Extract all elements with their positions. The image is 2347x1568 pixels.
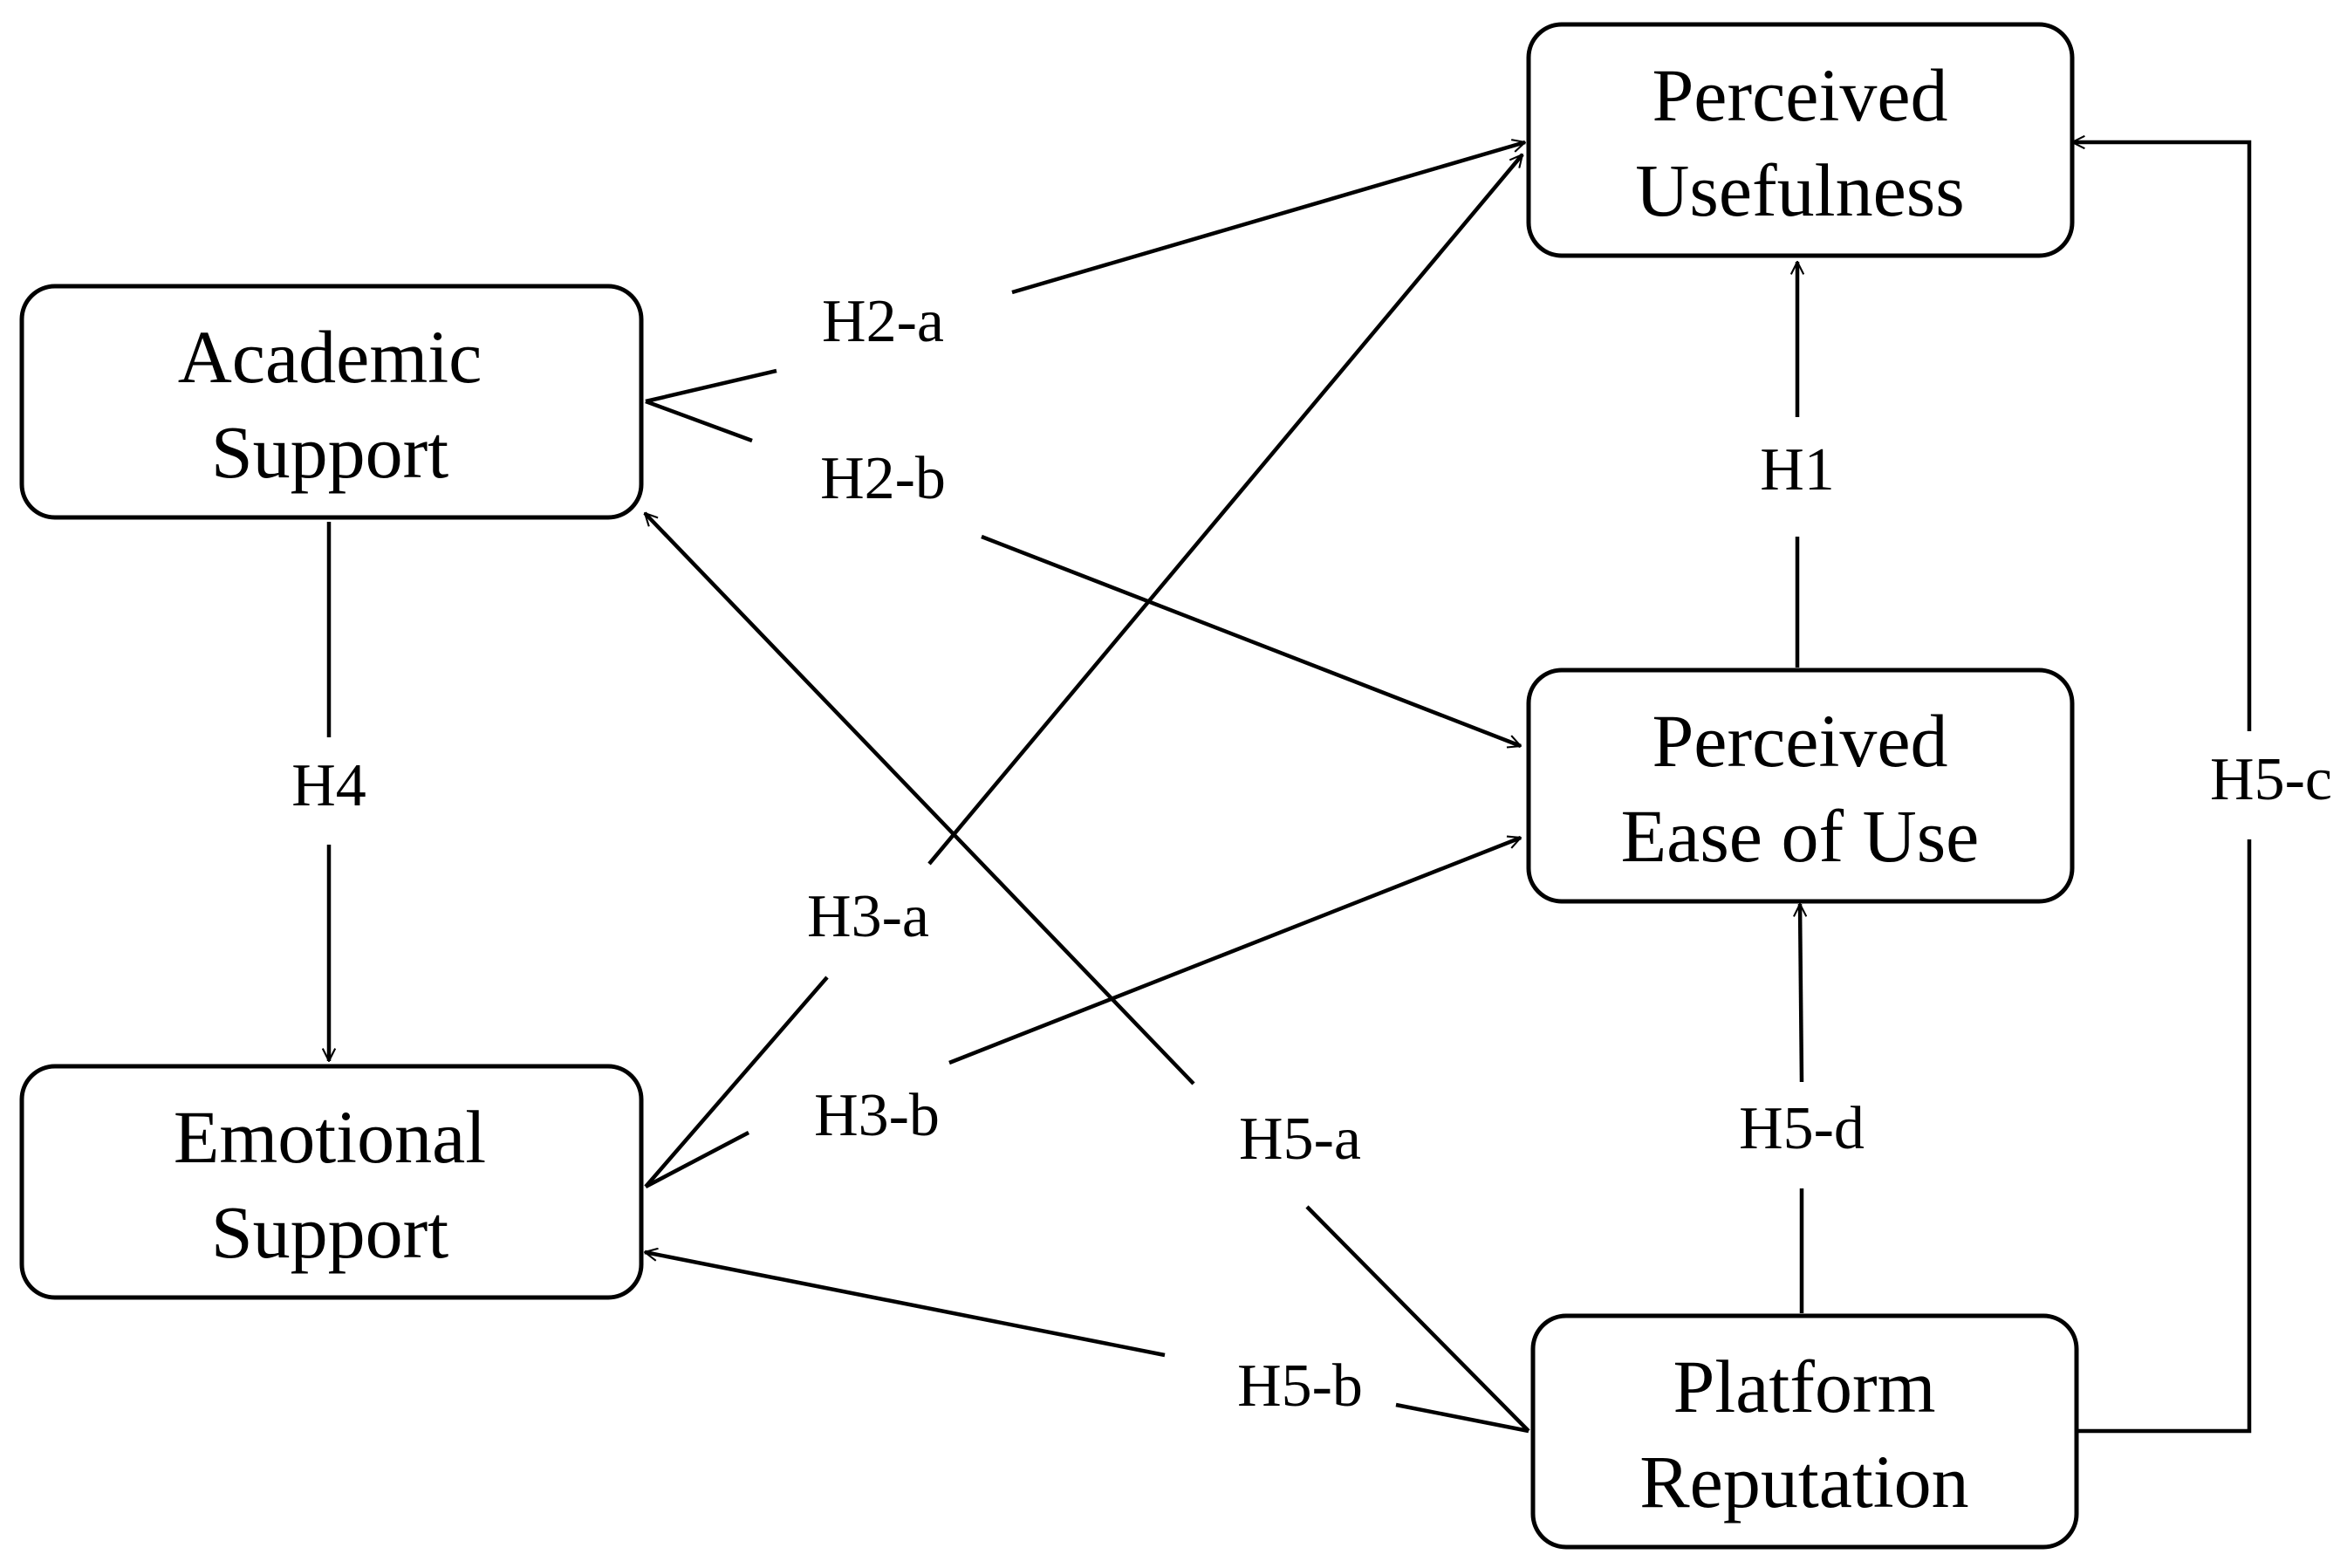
node-platform-reputation-line1: Platform [1673,1345,1936,1428]
node-platform-reputation-line2: Reputation [1639,1440,1968,1523]
edge-h2b: H2-b [645,399,1521,746]
node-academic-support-line2: Support [211,410,448,494]
edge-label-h3b: H3-b [814,1082,940,1149]
edge-label-h2b: H2-b [820,445,946,512]
edge-h2a: H2-a [645,142,1525,404]
edge-h5b: H5-b [645,1252,1529,1434]
node-emotional-support-line2: Support [211,1190,448,1274]
edge-label-h1: H1 [1760,436,1835,503]
edge-h3b: H3-b [644,838,1521,1188]
edge-h5a: H5-a [643,513,1530,1433]
edge-label-h2a: H2-a [822,288,944,355]
node-emotional-support: Emotional Support [19,1064,644,1300]
edge-label-h3a: H3-a [807,883,929,950]
node-platform-reputation: Platform Reputation [1530,1313,2079,1550]
node-perceived-usefulness: Perceived Usefulness [1526,22,2075,258]
node-perceived-ease-of-use-line2: Ease of Use [1621,794,1980,878]
edge-h5d: H5-d [1739,904,1865,1313]
node-emotional-support-line1: Emotional [174,1095,486,1179]
edge-h1: H1 [1760,262,1835,668]
edge-label-h5d: H5-d [1739,1095,1865,1162]
edge-label-h5b: H5-b [1237,1352,1363,1420]
node-perceived-ease-of-use-line1: Perceived [1652,699,1947,783]
edge-label-h5a: H5-a [1239,1106,1361,1173]
node-academic-support-line1: Academic [178,315,482,399]
node-academic-support: Academic Support [19,284,644,520]
node-perceived-usefulness-line2: Usefulness [1635,148,1964,232]
edge-label-h4: H4 [291,752,366,819]
edge-h4: H4 [291,522,366,1061]
node-perceived-ease-of-use: Perceived Ease of Use [1526,668,2075,904]
edge-h3a: H3-a [644,154,1524,1188]
edge-label-h5c: H5-c [2210,746,2332,813]
node-perceived-usefulness-line1: Perceived [1652,53,1947,137]
edge-h5c: H5-c [2072,142,2332,1434]
